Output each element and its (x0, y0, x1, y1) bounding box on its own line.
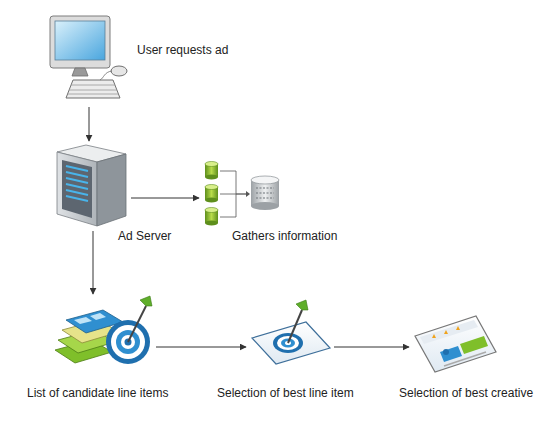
candidate-list-icon (55, 296, 152, 364)
line-item-card-icon (252, 300, 330, 364)
server-icon (57, 145, 126, 226)
creative-card-icon (415, 316, 496, 372)
database-icon (205, 162, 279, 226)
computer-node: User requests ad (45, 15, 130, 103)
node-label: Gathers information (232, 229, 337, 243)
node-label: List of candidate line items (27, 386, 168, 400)
candidate-node: List of candidate line items (52, 298, 152, 368)
node-label: Selection of best line item (217, 386, 354, 400)
creative-node: Selection of best creative (413, 310, 495, 372)
flow-arrow (131, 198, 199, 199)
server-node: Ad Server (55, 145, 127, 227)
computer-icon (50, 16, 127, 98)
flow-arrow (334, 347, 409, 348)
node-label: Selection of best creative (399, 386, 533, 400)
line-item-node: Selection of best line item (250, 300, 330, 365)
database-node: Gathers information (203, 160, 283, 228)
flow-arrow (93, 231, 94, 294)
flow-arrow (89, 107, 90, 141)
node-label: User requests ad (137, 43, 228, 57)
flow-arrow (156, 347, 246, 348)
node-label: Ad Server (118, 229, 171, 243)
